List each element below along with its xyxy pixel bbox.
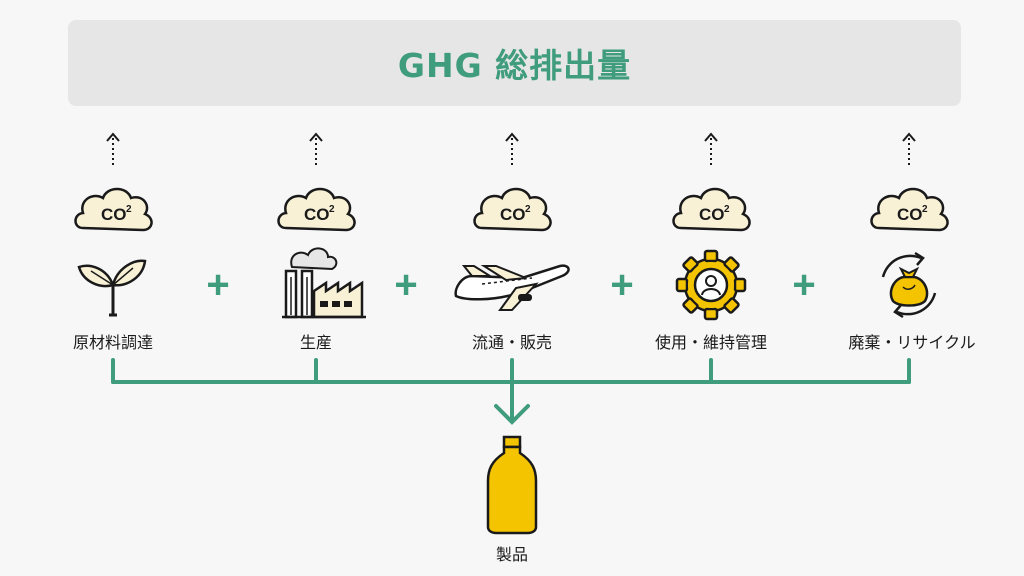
up-arrow-2	[309, 132, 323, 165]
product-label: 製品	[495, 545, 529, 564]
co2-cloud-icon: CO 2	[870, 187, 949, 232]
page-title: GHG 総排出量	[397, 46, 632, 85]
svg-text:+: +	[206, 263, 229, 307]
plus-sign: +	[792, 263, 815, 307]
up-arrow-4	[704, 132, 718, 165]
plus-sign: +	[394, 263, 417, 307]
airplane-icon	[454, 264, 570, 311]
up-arrow-5	[902, 132, 916, 165]
co2-cloud-icon: CO 2	[672, 187, 751, 232]
plus-sign: +	[206, 263, 229, 307]
up-arrow-1	[106, 132, 120, 165]
co2-text: CO	[304, 205, 330, 224]
co2-subscript: 2	[922, 204, 928, 215]
title-banner: GHG 総排出量	[68, 20, 961, 106]
co2-text: CO	[897, 205, 923, 224]
co2-text: CO	[699, 205, 725, 224]
up-arrow-3	[505, 132, 519, 165]
co2-text: CO	[500, 205, 526, 224]
connector-lines	[111, 358, 911, 425]
svg-text:+: +	[394, 263, 417, 307]
stage-label-production: 生産	[299, 333, 333, 352]
co2-subscript: 2	[329, 204, 335, 215]
co2-subscript: 2	[525, 204, 531, 215]
factory-icon	[282, 247, 366, 319]
svg-text:+: +	[610, 263, 633, 307]
gear-person-icon	[675, 249, 747, 321]
co2-subscript: 2	[724, 204, 730, 215]
co2-text: CO	[101, 205, 127, 224]
co2-cloud-icon: CO 2	[473, 187, 552, 232]
co2-cloud-icon: CO 2	[277, 187, 356, 232]
recycle-bag-icon	[881, 251, 937, 319]
stage-label-distribution: 流通・販売	[471, 333, 553, 352]
stage-label-raw-materials: 原材料調達	[72, 333, 154, 352]
co2-cloud-icon: CO 2	[74, 187, 153, 232]
co2-subscript: 2	[126, 204, 132, 215]
stage-label-disposal: 廃棄・リサイクル	[848, 333, 976, 352]
svg-text:+: +	[792, 263, 815, 307]
stage-label-use: 使用・維持管理	[654, 333, 768, 352]
plus-sign: +	[610, 263, 633, 307]
bottle-icon	[486, 435, 538, 535]
sprout-icon	[77, 259, 147, 317]
